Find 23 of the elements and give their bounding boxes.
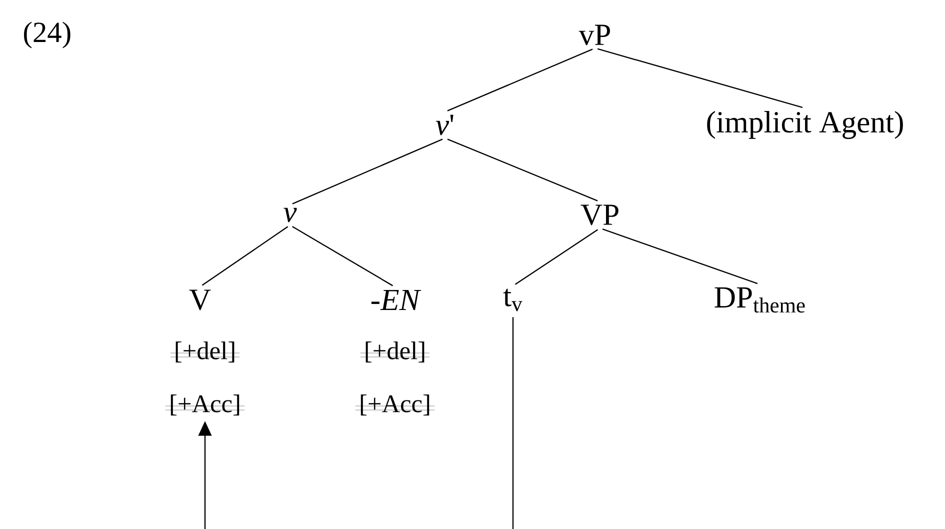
tree-branch: [447, 138, 598, 202]
tree-label: (implicit Agent): [707, 111, 903, 139]
tree-branch: [514, 229, 598, 285]
tree-branch: [447, 48, 593, 112]
struck-feature: [+del]: [170, 342, 240, 362]
struck-feature: [+del]: [360, 342, 430, 362]
tree-branch: [292, 226, 394, 286]
tree-label: vP: [578, 24, 610, 46]
movement-line: [512, 317, 514, 529]
struck-feature: [+Acc]: [355, 394, 435, 416]
tree-branch: [292, 138, 443, 204]
tree-label: t$_{v}$: [503, 288, 522, 312]
tree-branch: [202, 226, 288, 286]
tree-label: v: [284, 208, 297, 222]
tree-branch: [602, 228, 758, 284]
struck-feature: [+Acc]: [165, 394, 245, 416]
tree-label: DP$_{theme}$: [714, 287, 805, 313]
tree-label: -EN: [371, 290, 422, 310]
tree-branch: [597, 48, 803, 108]
tree-label: v': [436, 114, 454, 136]
example-number: (24): [24, 22, 70, 48]
tree-label: V: [189, 290, 211, 310]
tree-label: VP: [580, 204, 618, 226]
